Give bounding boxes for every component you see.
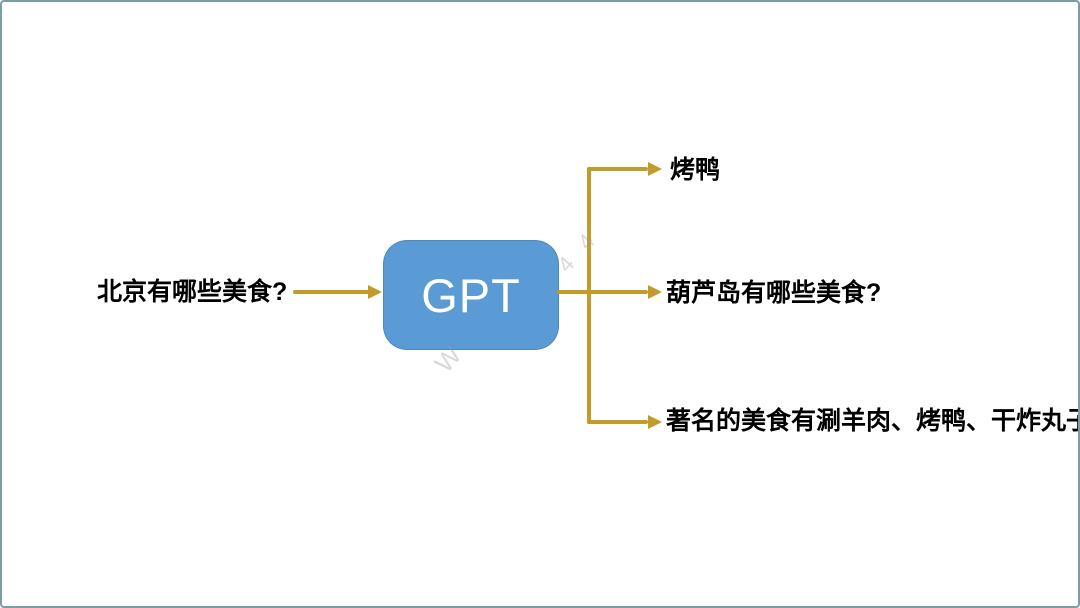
input-arrowhead-icon <box>368 285 382 299</box>
output-label-roast-duck: 烤鸭 <box>670 156 721 184</box>
gpt-node-label: GPT <box>421 268 521 322</box>
branch-top-line <box>587 167 648 171</box>
output-label-huludao-question: 葫芦岛有哪些美食? <box>666 279 882 307</box>
gpt-node: GPT <box>383 240 559 350</box>
branch-bottom-line <box>587 420 648 424</box>
output-label-famous-foods: 著名的美食有涮羊肉、烤鸭、干炸丸子 <box>666 407 1080 435</box>
output-arrow-line <box>557 290 648 294</box>
output-2-arrowhead-icon <box>648 285 662 299</box>
input-arrow-line <box>293 290 370 294</box>
branch-trunk-line <box>587 167 591 424</box>
watermark-fragment: 4 4 <box>552 224 604 278</box>
output-3-arrowhead-icon <box>648 415 662 429</box>
input-question-label: 北京有哪些美食? <box>97 278 288 306</box>
output-1-arrowhead-icon <box>648 162 662 176</box>
